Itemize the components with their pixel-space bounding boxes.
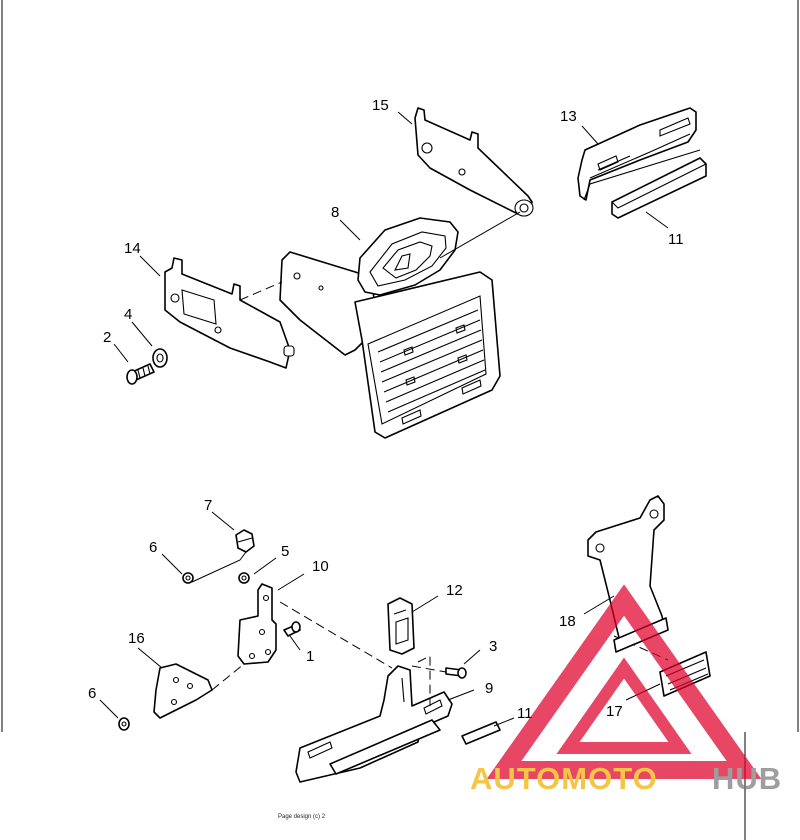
part-6-nut-upper [182, 572, 194, 584]
part-10-angle-bracket [237, 583, 277, 665]
callout-12: 12 [446, 582, 463, 599]
part-15-mounting-plate [414, 107, 534, 217]
callout-15: 15 [372, 97, 389, 114]
part-7-acorn-nut [235, 529, 255, 553]
part-3-bolt [445, 667, 467, 679]
nut-leader-line [191, 551, 247, 583]
callout-4: 4 [124, 306, 132, 323]
callout-leaders [99, 111, 669, 727]
footer-text: Page design (c) 2 [278, 814, 326, 820]
watermark-triangle-logo [486, 584, 762, 779]
callout-13: 13 [560, 108, 577, 125]
part-5-washer [238, 572, 250, 584]
callout-3: 3 [489, 638, 497, 655]
callout-6-lower: 6 [88, 685, 96, 702]
part-9-slotted-bracket [295, 665, 453, 783]
part-8-license-frame [279, 217, 501, 439]
callout-1: 1 [306, 648, 314, 665]
part-16-flat-plate [153, 663, 213, 719]
part-14-bracket-plate [164, 257, 295, 369]
part-11-rubber-strip-lower [461, 721, 501, 745]
part-13-slotted-bracket [577, 107, 701, 201]
assembly-lines-lower [211, 601, 669, 706]
part-1-screw [283, 621, 301, 637]
callout-17: 17 [606, 703, 623, 720]
part-4-washer [152, 348, 168, 368]
callout-10: 10 [312, 558, 329, 575]
callout-numbers: 15 13 11 8 14 4 2 7 6 5 10 12 3 9 1 16 6… [88, 97, 684, 722]
callout-9: 9 [485, 680, 493, 697]
callout-6-upper: 6 [149, 539, 157, 556]
part-2-bolt [126, 363, 155, 385]
part-11-rubber-strip-upper [611, 157, 707, 219]
callout-18: 18 [559, 613, 576, 630]
part-12-clip [387, 597, 415, 655]
callout-2: 2 [103, 329, 111, 346]
watermark-brand-part2: HUB [712, 761, 782, 796]
automotohub-watermark: AUTOMOTO HUB [470, 584, 782, 796]
watermark-brand-part1: AUTOMOTO [470, 761, 658, 796]
callout-11-lower: 11 [517, 705, 533, 722]
callout-8: 8 [331, 204, 339, 221]
callout-7: 7 [204, 497, 212, 514]
callout-5: 5 [281, 543, 289, 560]
assembly-lines-upper [239, 211, 521, 301]
callout-11-upper: 11 [668, 231, 684, 248]
callout-14: 14 [124, 240, 141, 257]
part-6-nut-lower [118, 717, 130, 731]
callout-16: 16 [128, 630, 145, 647]
